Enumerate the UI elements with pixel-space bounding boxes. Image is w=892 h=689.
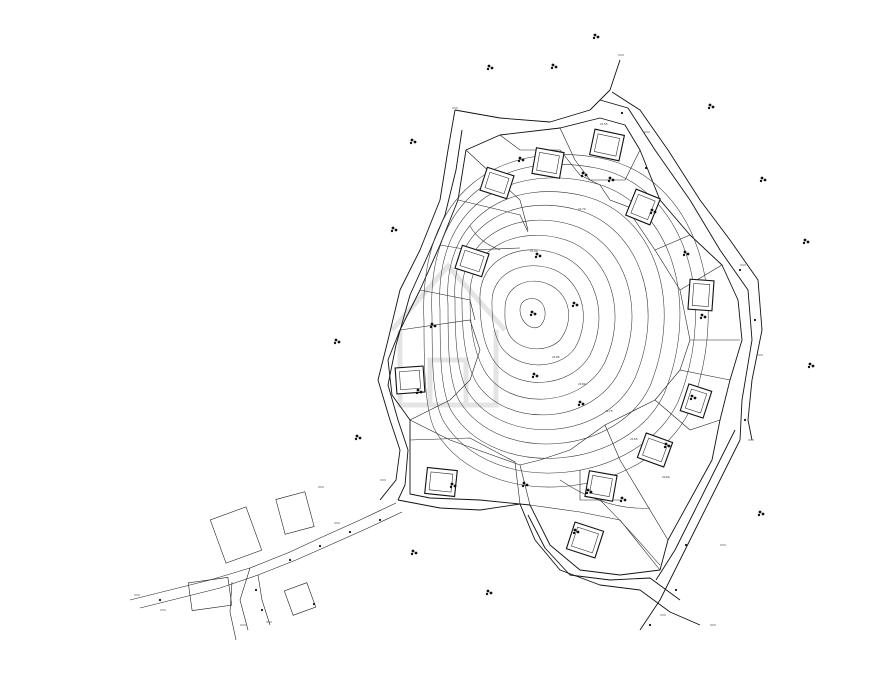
survey-marker: [607, 176, 615, 183]
building: [687, 278, 715, 312]
survey-marker: [521, 481, 529, 488]
contour-label: 2155: [600, 122, 608, 126]
survey-marker: [571, 301, 579, 308]
contour-label: 2160: [662, 475, 670, 479]
building: [394, 365, 426, 395]
survey-marker: [682, 250, 690, 257]
road-posts: [158, 111, 757, 627]
lot-boundary: [387, 117, 743, 576]
survey-marker: [802, 238, 810, 245]
building: [454, 244, 490, 278]
survey-marker: [517, 156, 525, 163]
contour-label: 2175: [605, 409, 613, 413]
building: [588, 128, 626, 162]
survey-marker: [689, 394, 697, 401]
contour-label: 2185: [552, 355, 560, 359]
survey-marker: [585, 488, 593, 495]
contour-label: 2190: [530, 249, 538, 253]
building-group: [394, 128, 715, 559]
survey-marker: [390, 226, 398, 233]
survey-marker: [550, 63, 558, 70]
roadside-lots: [187, 491, 317, 616]
survey-marker: [619, 496, 627, 503]
building: [584, 470, 618, 502]
survey-marker: [485, 589, 493, 596]
survey-marker: [449, 482, 457, 489]
survey-marker: [580, 171, 588, 178]
survey-marker: [415, 388, 423, 395]
survey-marker: [592, 33, 600, 40]
survey-marker: [486, 64, 494, 71]
contour-label: 2165: [630, 437, 638, 441]
survey-marker: [577, 400, 585, 407]
survey-marker: [757, 510, 765, 517]
perimeter-road: [377, 59, 763, 631]
survey-marker: [707, 103, 715, 110]
survey-marker: [759, 176, 767, 183]
survey-marker: [572, 528, 580, 535]
survey-marker: [333, 338, 341, 345]
building: [424, 466, 458, 498]
survey-marker: [409, 138, 417, 145]
survey-marker: [410, 549, 418, 556]
survey-marker: [534, 252, 542, 259]
survey-marker: [699, 313, 707, 320]
access-road: [129, 502, 403, 641]
contour-lines: [423, 154, 709, 566]
contour-label-group: 2190 2185 2180 2175 2170 2165 2160 2155: [530, 122, 670, 479]
building: [624, 188, 662, 226]
survey-marker: [531, 372, 539, 379]
survey-marker: [649, 208, 657, 215]
survey-marker: [354, 434, 362, 441]
survey-markers: [333, 33, 815, 596]
survey-marker: [807, 362, 815, 369]
survey-marker: [529, 310, 537, 317]
building: [531, 147, 565, 179]
building: [636, 432, 674, 468]
building: [679, 383, 713, 419]
survey-marker: [663, 442, 671, 449]
building: [565, 521, 605, 559]
contour-label: 2170: [578, 207, 586, 211]
survey-ticks: [134, 54, 763, 626]
contour-label: 2180: [578, 382, 586, 386]
building: [479, 166, 515, 200]
survey-marker: [429, 322, 437, 329]
